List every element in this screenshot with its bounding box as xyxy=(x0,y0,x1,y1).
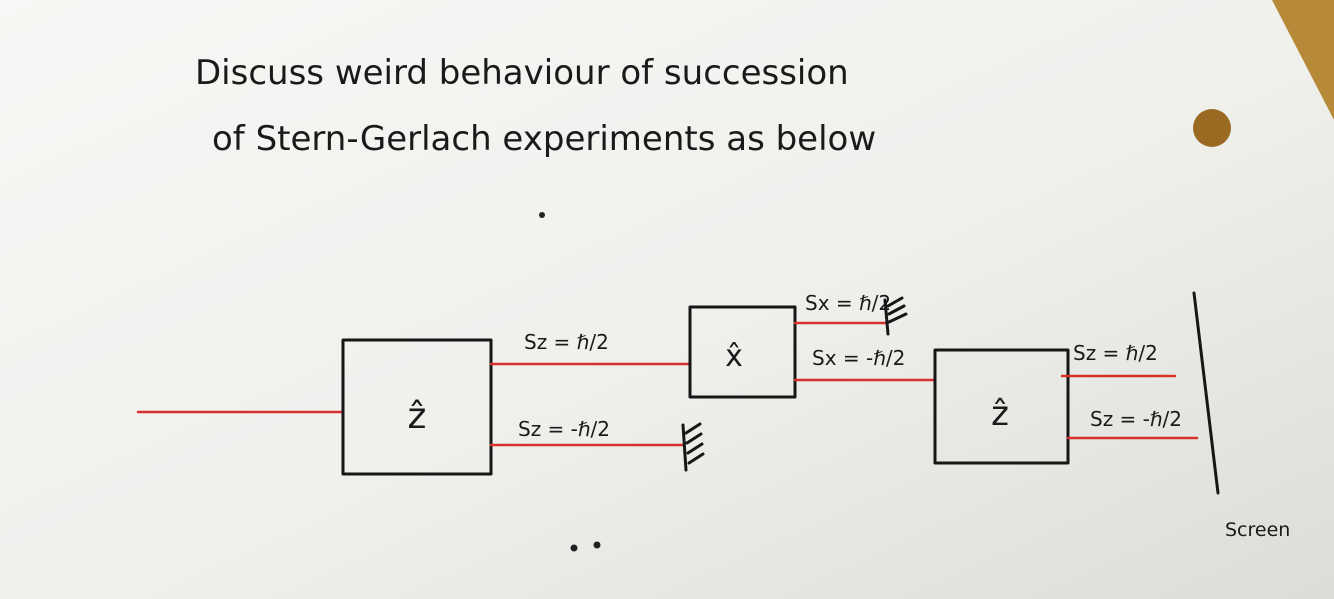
third-down-label: Sz = -ℏ/2 xyxy=(1090,407,1182,431)
z-apparatus-1 xyxy=(341,338,493,476)
z-apparatus-2 xyxy=(933,348,1070,465)
first-up-label: Sz = ℏ/2 xyxy=(524,330,609,354)
first-down-label: Sz = -ℏ/2 xyxy=(518,417,610,441)
detector-screen xyxy=(1192,291,1220,495)
x-apparatus xyxy=(688,305,797,399)
second-down-label: Sx = -ℏ/2 xyxy=(812,346,905,370)
stray-dot xyxy=(539,212,545,218)
z-apparatus-1-label: ẑ xyxy=(408,396,427,437)
stray-dot xyxy=(593,541,601,549)
second-up-label: Sx = ℏ/2 xyxy=(805,291,891,315)
punched-hole xyxy=(1193,109,1231,147)
heading-line-2: of Stern-Gerlach experiments as below xyxy=(212,119,876,159)
screen-label: Screen xyxy=(1225,519,1290,541)
heading-line-1: Discuss weird behaviour of succession xyxy=(195,53,849,93)
z-apparatus-2-label: ẑ xyxy=(991,394,1009,434)
stray-dot xyxy=(570,544,578,552)
third-up-label: Sz = ℏ/2 xyxy=(1073,341,1158,365)
beam-blocker-1 xyxy=(681,422,705,472)
beam-blocker-2 xyxy=(883,296,908,336)
x-apparatus-label: x̂ xyxy=(725,339,743,374)
